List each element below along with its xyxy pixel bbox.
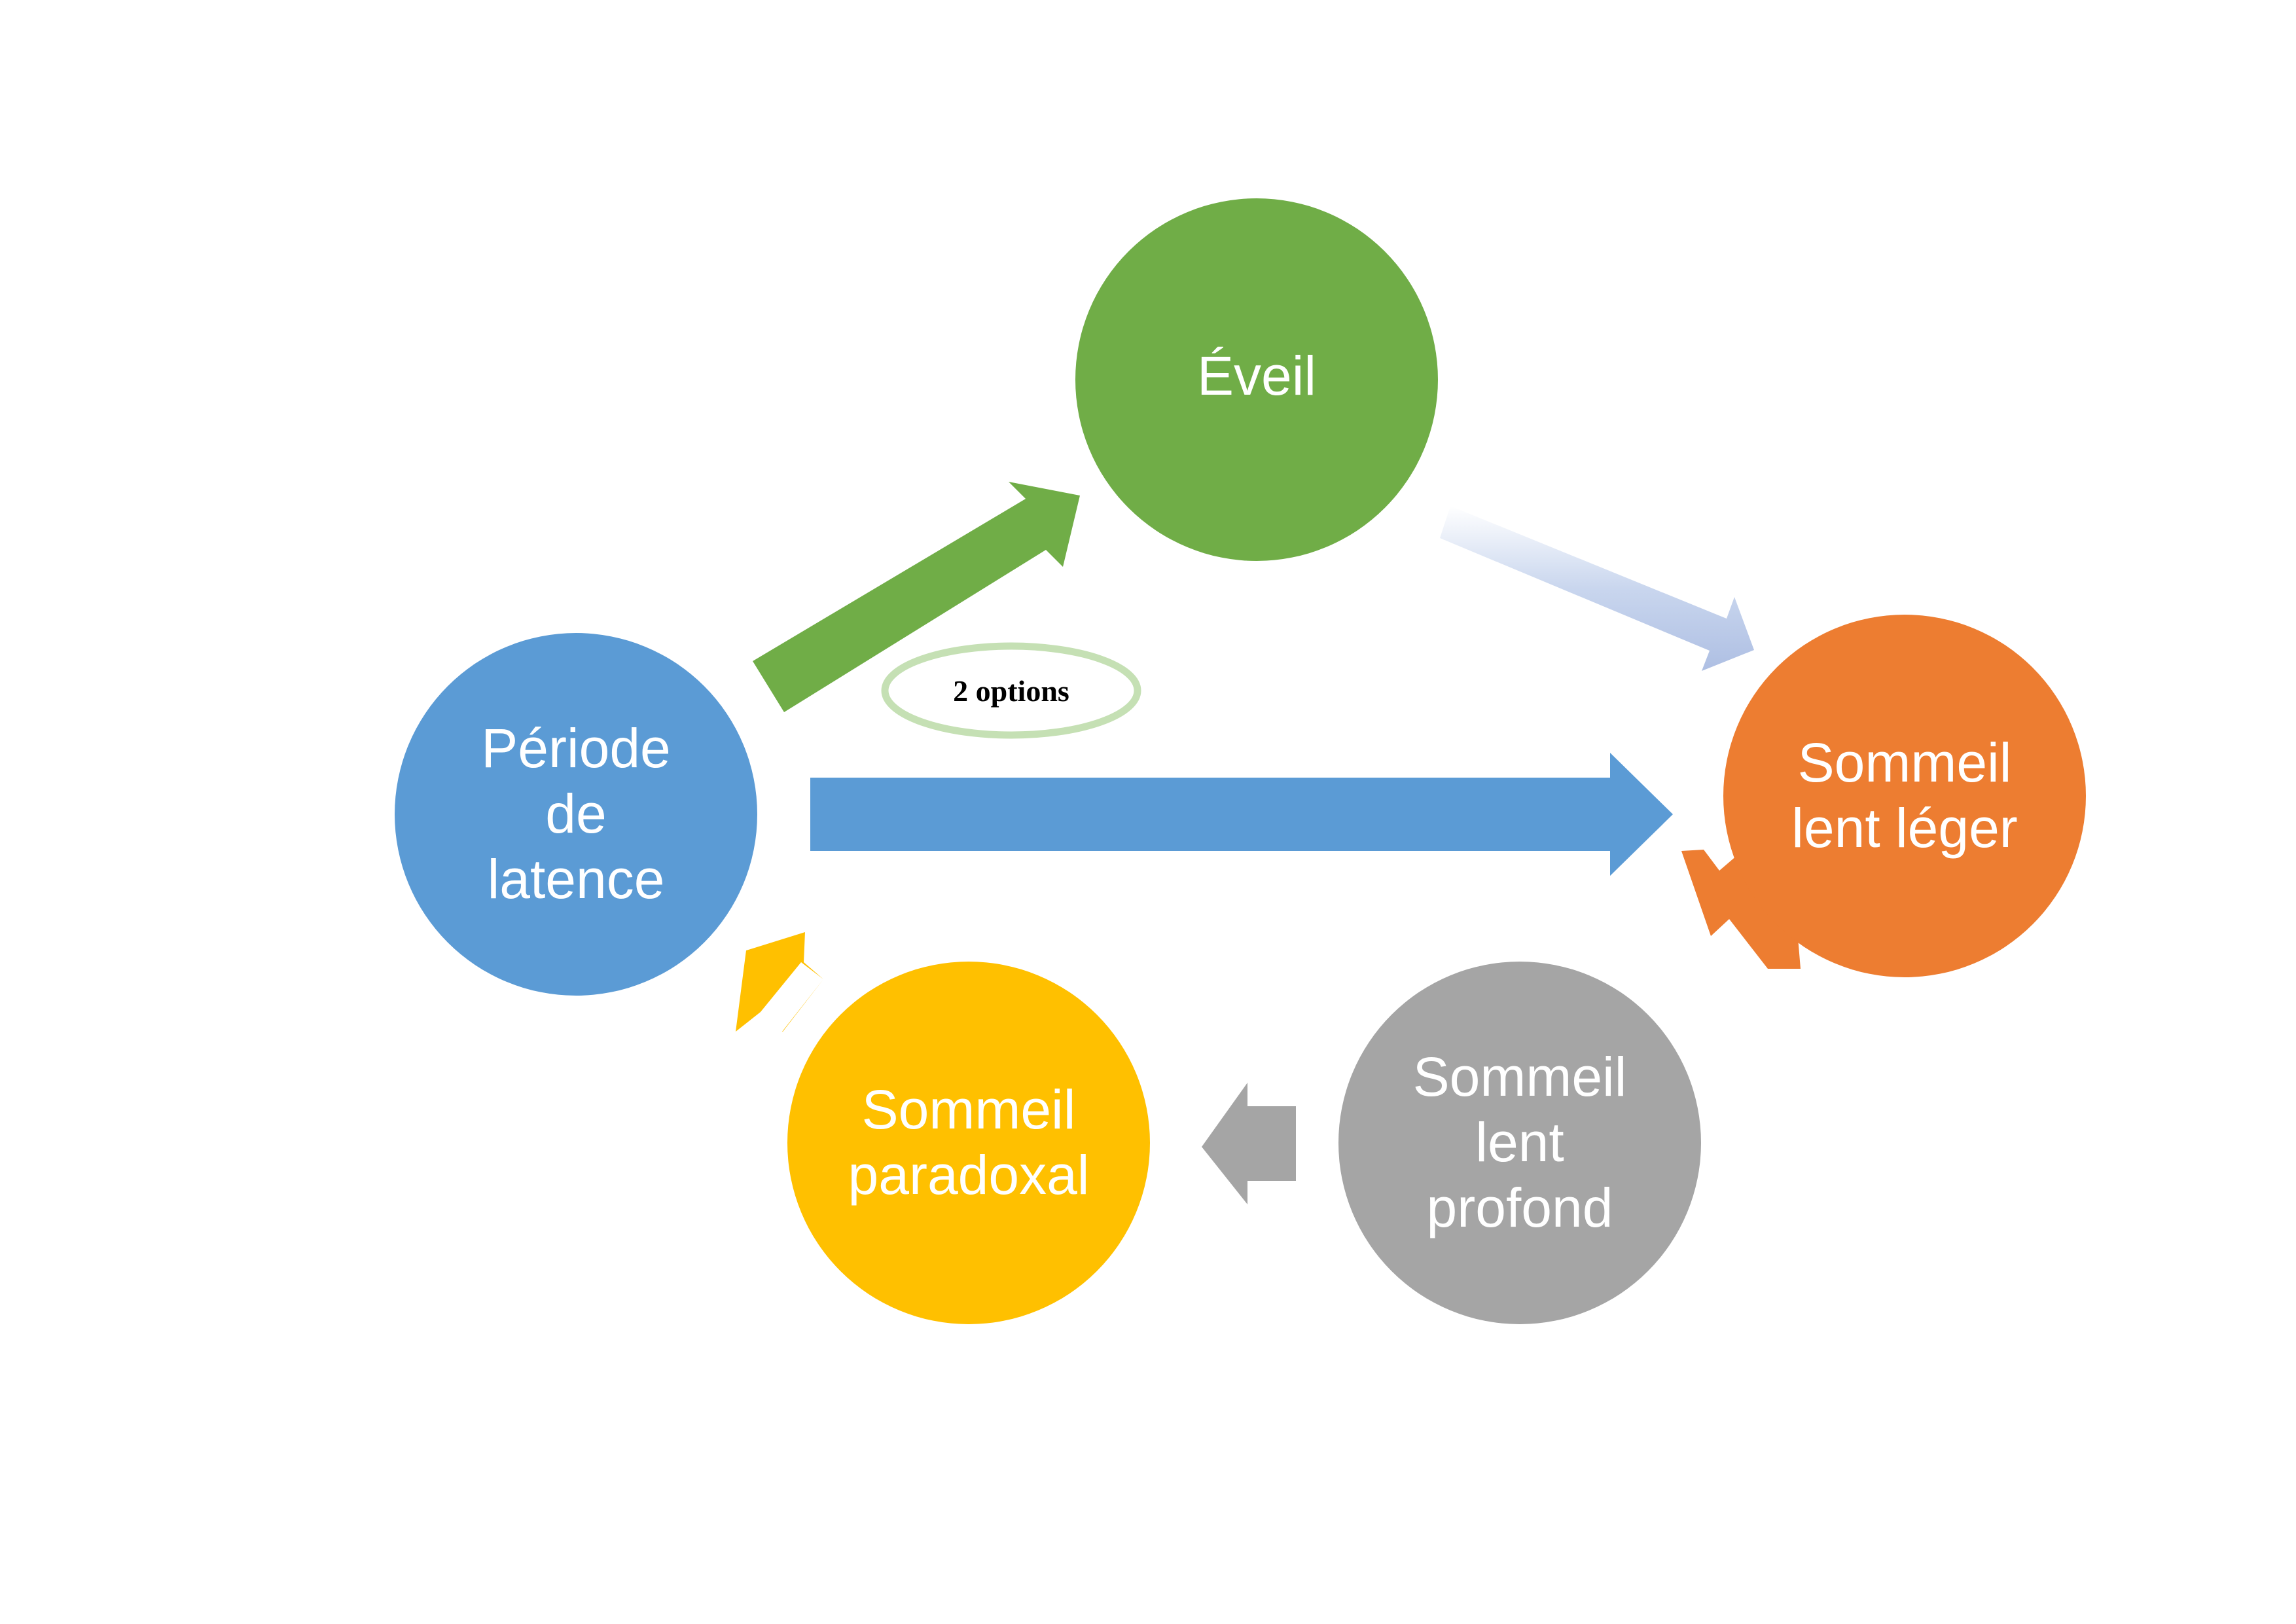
badge-label: 2 options (953, 674, 1069, 708)
node-circle (1338, 962, 1701, 1324)
arrow-latence-to-eveil (753, 482, 1080, 712)
arrow-latence-to-leger (810, 753, 1673, 876)
node-label-line: Sommeil (1798, 732, 2012, 793)
node-circle (395, 633, 757, 996)
arrow-shape (1681, 850, 1801, 969)
arrow-shape (810, 753, 1673, 876)
node-label-line: de (545, 783, 606, 844)
badge-ellipse (881, 642, 1141, 739)
arrow-shape (736, 932, 823, 1032)
node-circle (1075, 198, 1438, 561)
arrow-eveil-to-leger (1440, 506, 1754, 671)
arrow-leger-to-profond (1681, 850, 1801, 969)
node-label-line: latence (488, 848, 665, 910)
arrow-paradoxal-to-latence (736, 932, 823, 1032)
node-label-line: lent léger (1791, 797, 2018, 859)
node-label: Éveil (1197, 345, 1316, 406)
node-label-line: Période (481, 717, 671, 779)
node-label-line: profond (1427, 1177, 1613, 1238)
node-label-line: Sommeil (1413, 1046, 1627, 1108)
node-label-line: paradoxal (848, 1144, 1090, 1206)
node-circle (1723, 615, 2086, 977)
arrow-profond-to-paradoxal (1202, 1083, 1296, 1204)
options-badge: 2 options (881, 642, 1141, 739)
arrow-shape (753, 482, 1080, 712)
node-label-line: Éveil (1197, 345, 1316, 406)
arrow-shape (1440, 506, 1754, 671)
node-label-line: lent (1475, 1111, 1564, 1173)
node-label-line: Sommeil (862, 1079, 1076, 1140)
node-circle (787, 962, 1150, 1324)
arrow-shape (1202, 1083, 1296, 1204)
node-eveil: Éveil (1075, 198, 1438, 561)
